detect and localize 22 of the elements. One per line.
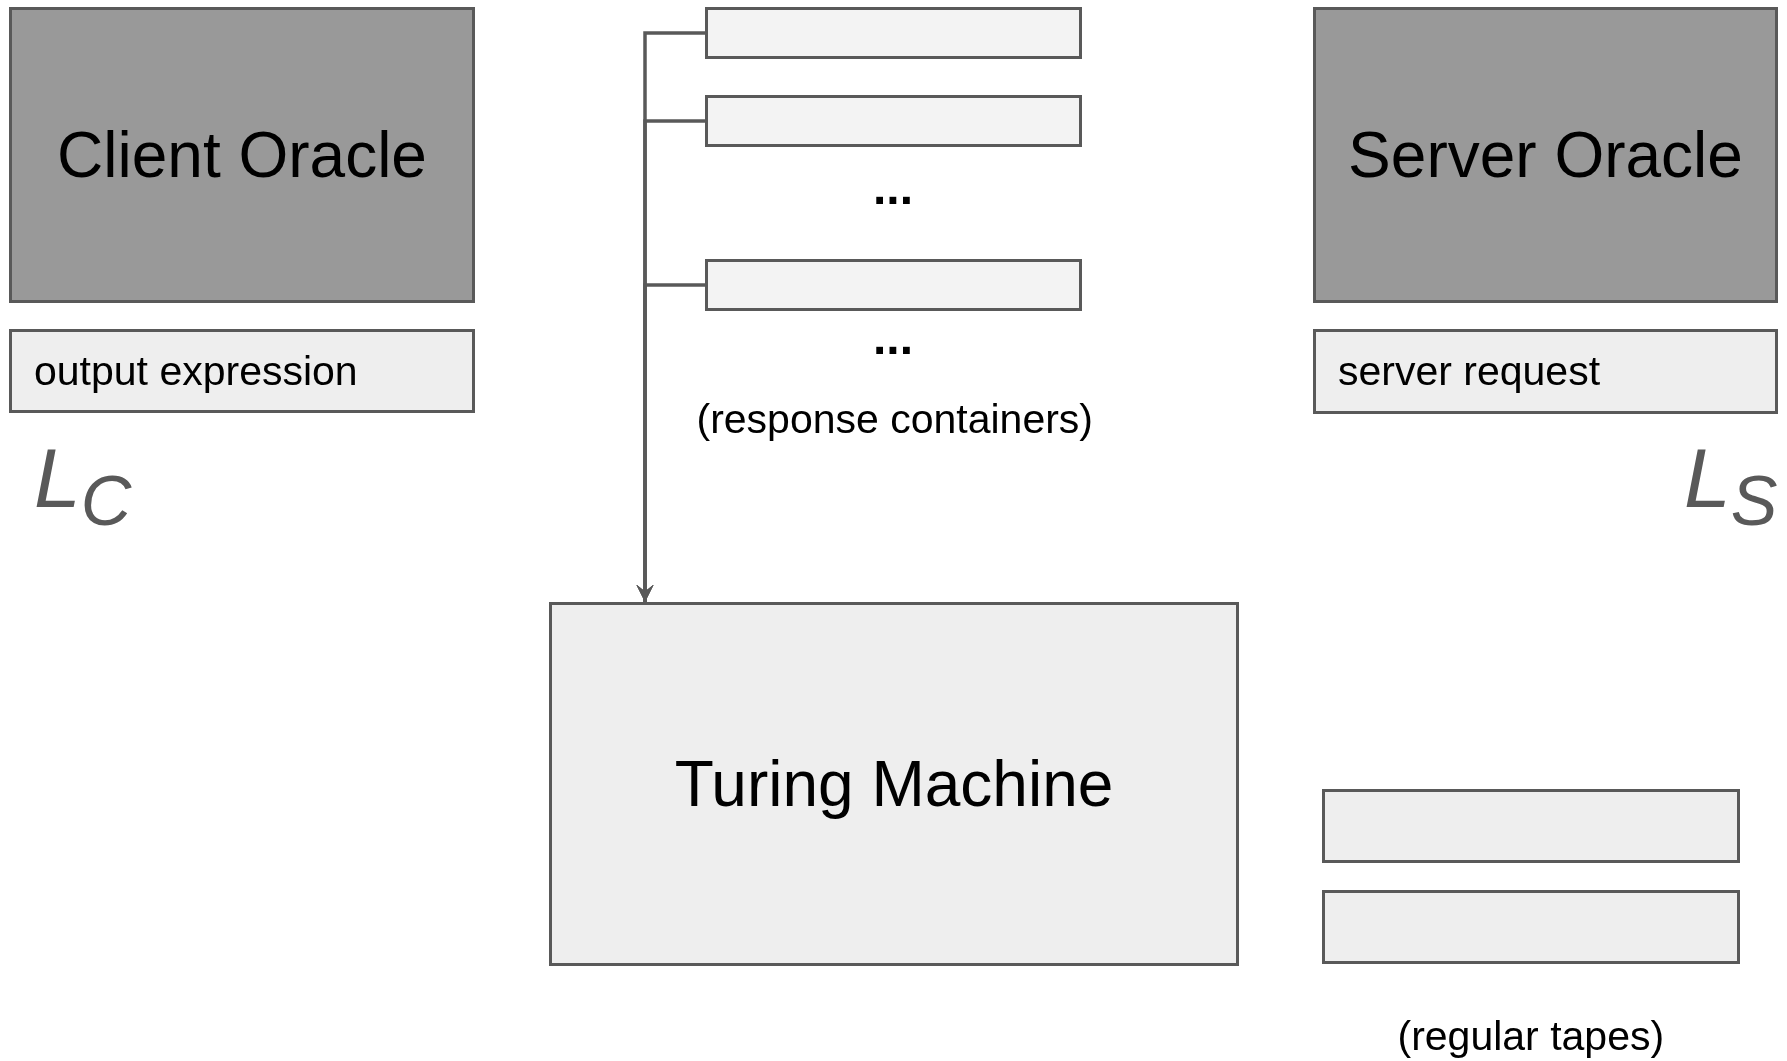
ellipsis: ... (873, 160, 913, 215)
oracle-box (9, 7, 475, 303)
tape-box (9, 329, 475, 413)
tape-box (1322, 789, 1740, 863)
language-symbol: L$_{S}$ (1684, 430, 1778, 541)
language-symbol: L$_{C}$ (34, 430, 132, 541)
tape-box (1313, 329, 1778, 414)
container-box (705, 259, 1082, 311)
box-title: Server Oracle (1348, 118, 1743, 192)
arrow (636, 283, 705, 602)
tape-label: server request (1338, 348, 1601, 395)
container-box (705, 7, 1082, 59)
container-box (705, 95, 1082, 147)
caption: (regular tapes) (1397, 1013, 1665, 1060)
box-title: Turing Machine (674, 747, 1114, 821)
box-title: Client Oracle (57, 118, 427, 192)
machine-box (549, 602, 1239, 966)
ellipsis: ... (873, 310, 913, 365)
tape-box (1322, 890, 1740, 964)
tape-label: output expression (34, 347, 358, 395)
caption: (response containers) (696, 396, 1094, 443)
oracle-box (1313, 7, 1778, 303)
